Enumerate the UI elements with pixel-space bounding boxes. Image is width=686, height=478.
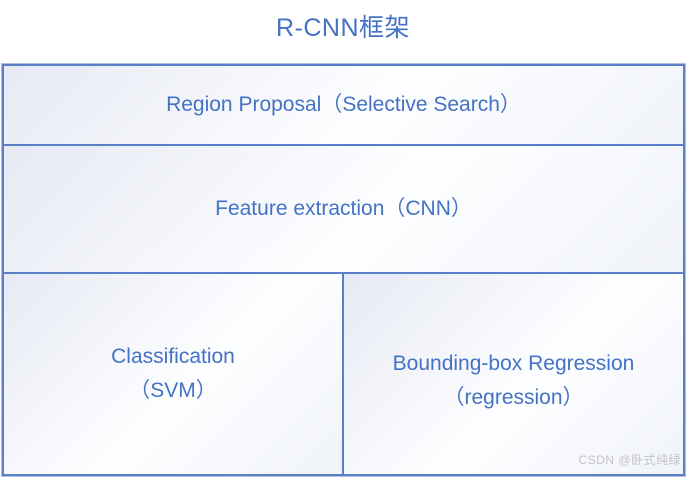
bbox-regression-line2: （regression） [443,386,584,409]
classification-line2: （SVM） [129,379,217,402]
bbox-regression-box: Bounding-box Regression （regression） [344,274,683,474]
diagram-frame: Region Proposal（Selective Search） Featur… [2,64,685,476]
classification-box: Classification （SVM） [4,274,344,474]
region-proposal-label: Region Proposal（Selective Search） [166,92,521,116]
csdn-watermark: CSDN @卧式纯绿 [578,453,681,467]
feature-extraction-label: Feature extraction（CNN） [215,196,472,220]
feature-extraction-box: Feature extraction（CNN） [4,146,683,274]
classification-label: Classification （SVM） [111,340,235,408]
diagram-title: R-CNN框架 [275,14,411,42]
bbox-regression-line1: Bounding-box Regression [392,351,635,375]
region-proposal-box: Region Proposal（Selective Search） [4,66,683,146]
bbox-regression-label: Bounding-box Regression （regression） [393,347,635,415]
classification-line1: Classification [111,344,235,368]
bottom-row: Classification （SVM） Bounding-box Regres… [4,274,683,474]
